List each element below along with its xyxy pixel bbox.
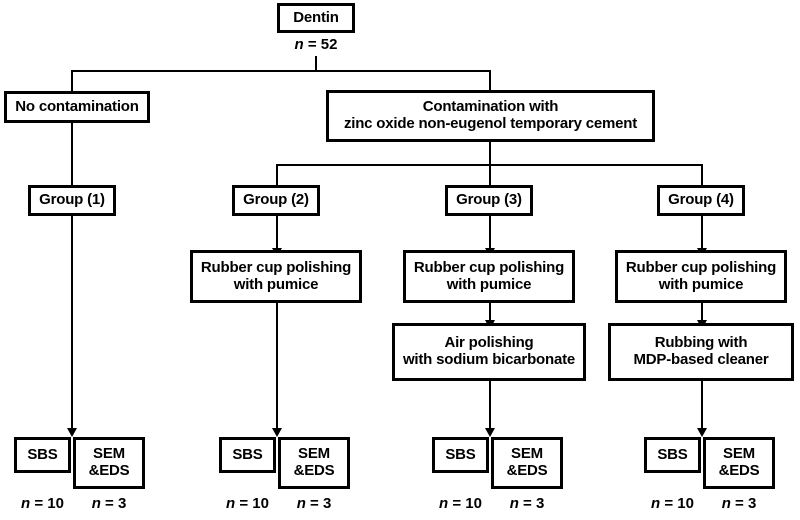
node-outcome-sem-eds-group3[interactable]: SEM &EDS [491,437,563,489]
connector-group3-treat1-to-treat2 [489,303,491,323]
connector-group3-to-treat1 [489,216,491,250]
arrowhead-group1-outcome [67,428,77,437]
node-dentin-count: n = 52 [294,36,338,53]
node-outcome-sbs-group1[interactable]: SBS [14,437,71,473]
node-group2-treatment-pumice[interactable]: Rubber cup polishing with pumice [190,250,362,303]
node-outcome-sem-eds-group2[interactable]: SEM &EDS [278,437,350,489]
node-outcome-sbs-group3[interactable]: SBS [432,437,489,473]
outcome-sem-eds-count-group4: n = 3 [721,495,757,512]
arrowhead-group4-outcome [697,428,707,437]
node-group-4[interactable]: Group (4) [657,185,745,216]
connector-group4-to-treat1 [701,216,703,250]
node-group4-treatment-pumice[interactable]: Rubber cup polishing with pumice [615,250,787,303]
node-outcome-sem-eds-group4[interactable]: SEM &EDS [703,437,775,489]
outcome-sbs-count-group2: n = 10 [226,495,269,512]
node-group3-treatment-air-polishing[interactable]: Air polishing with sodium bicarbonate [392,323,586,381]
outcome-sbs-count-group4: n = 10 [651,495,694,512]
connector-contam-drop-g3 [489,164,491,185]
node-outcome-sbs-group2[interactable]: SBS [219,437,276,473]
node-outcome-sbs-group4[interactable]: SBS [644,437,701,473]
connector-group2-treat1-to-outcome [276,303,278,430]
node-group4-treatment-mdp-cleaner[interactable]: Rubbing with MDP-based cleaner [608,323,794,381]
node-group-3[interactable]: Group (3) [445,185,533,216]
node-no-contamination[interactable]: No contamination [4,91,150,123]
connector-group2-to-treat1 [276,216,278,250]
arrowhead-group3-outcome [485,428,495,437]
outcome-sem-eds-count-group1: n = 3 [91,495,127,512]
node-dentin[interactable]: Dentin [277,3,355,33]
node-group3-treatment-pumice[interactable]: Rubber cup polishing with pumice [403,250,575,303]
connector-group1-to-outcome [71,216,73,430]
connector-nocontam-to-group1 [71,123,73,185]
connector-group3-treat2-to-outcome [489,381,491,430]
connector-root-stem [315,56,317,72]
connector-contam-drop-g4 [701,164,703,185]
arrowhead-group2-outcome [272,428,282,437]
connector-group4-treat2-to-outcome [701,381,703,430]
connector-contam-drop-g2 [276,164,278,185]
outcome-sbs-count-group1: n = 10 [21,495,64,512]
outcome-sem-eds-count-group2: n = 3 [296,495,332,512]
outcome-sem-eds-count-group3: n = 3 [509,495,545,512]
connector-contam-stem [489,142,491,166]
node-contamination[interactable]: Contamination with zinc oxide non-eugeno… [326,90,655,142]
connector-group4-treat1-to-treat2 [701,303,703,323]
node-group-2[interactable]: Group (2) [232,185,320,216]
connector-top-split-left-drop [71,70,73,92]
node-outcome-sem-eds-group1[interactable]: SEM &EDS [73,437,145,489]
node-group-1[interactable]: Group (1) [28,185,116,216]
outcome-sbs-count-group3: n = 10 [439,495,482,512]
connector-top-split-bar [71,70,491,72]
connector-top-split-right-drop [489,70,491,90]
